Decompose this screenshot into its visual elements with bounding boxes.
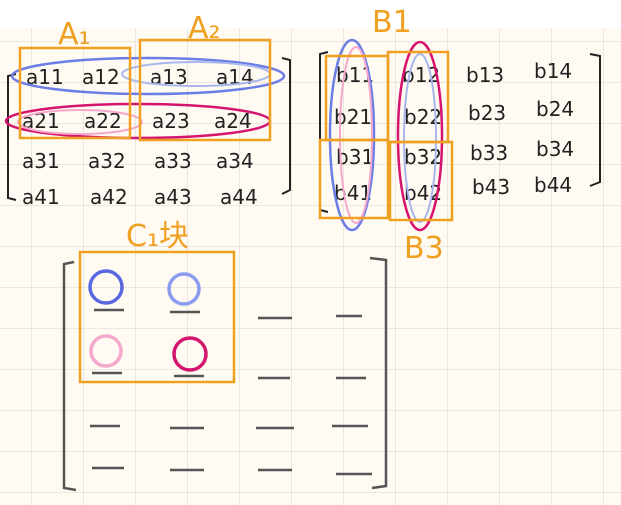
block-a2-box xyxy=(138,38,272,142)
matrix-b-cell: b23 xyxy=(468,101,506,125)
c11-blue-circle-icon xyxy=(88,269,124,305)
matrix-b-cell: b31 xyxy=(336,145,374,169)
c22-magenta-circle-icon xyxy=(172,336,208,372)
matrix-c: C₁块 xyxy=(62,219,388,492)
c12-light-blue-circle-icon xyxy=(167,272,201,306)
matrix-b-cell: b44 xyxy=(534,173,572,197)
block-b3-left-box xyxy=(318,138,390,220)
matrix-b: b11 b12 b13 b14 b21 b22 b23 b24 b31 b32 … xyxy=(318,5,601,266)
matrix-a-cell: a31 xyxy=(22,149,60,173)
matrix-a-cell: a24 xyxy=(214,109,252,133)
col1-pink-ellipse xyxy=(339,46,373,224)
col2-magenta-ellipse xyxy=(396,40,444,232)
matrix-b-cell: b33 xyxy=(470,141,508,165)
matrix-a-cell: a23 xyxy=(152,109,190,133)
matrix-b-cell: b43 xyxy=(472,175,510,199)
matrix-c-left-bracket xyxy=(62,260,77,492)
matrix-a-cell: a44 xyxy=(220,185,258,209)
matrix-a-cell: a41 xyxy=(22,185,60,209)
label-a1: A₁ xyxy=(58,17,91,52)
matrix-b-cell: b14 xyxy=(534,59,572,83)
col2-light-blue-ellipse xyxy=(403,53,437,223)
row2-pink-ellipse xyxy=(17,109,143,135)
matrix-a-cell: a32 xyxy=(88,149,126,173)
row1-blue-ellipse xyxy=(10,56,286,96)
label-c1: C₁块 xyxy=(126,219,189,254)
c21-pink-circle-icon xyxy=(89,334,123,368)
matrix-a-cell: a34 xyxy=(216,149,254,173)
matrix-b-cell: b24 xyxy=(536,97,574,121)
matrix-a-cell: a33 xyxy=(154,149,192,173)
label-b1: B1 xyxy=(372,5,412,40)
matrix-a: a11 a12 a13 a14 a21 a22 a23 a24 a31 a32 … xyxy=(4,11,291,209)
matrix-b-cell: b34 xyxy=(536,137,574,161)
col1-blue-ellipse xyxy=(328,38,376,232)
matrix-a-cell: a42 xyxy=(90,185,128,209)
matrix-a-cell: a12 xyxy=(82,65,120,89)
label-b3: B3 xyxy=(404,231,444,266)
block-b3-right-box xyxy=(388,140,454,222)
matrix-b-right-bracket xyxy=(589,53,601,187)
block-a1-box xyxy=(18,46,132,140)
top-band xyxy=(0,0,621,28)
matrix-a-right-bracket xyxy=(281,57,291,195)
matrix-a-left-bracket xyxy=(7,73,17,201)
matrix-b-left-bracket xyxy=(319,51,329,213)
matrix-b-cell: b13 xyxy=(466,63,504,87)
matrix-a-cell: a43 xyxy=(154,185,192,209)
label-a2: A₂ xyxy=(188,11,221,46)
block-c1-box xyxy=(78,250,236,384)
matrix-c-right-bracket xyxy=(369,256,388,490)
